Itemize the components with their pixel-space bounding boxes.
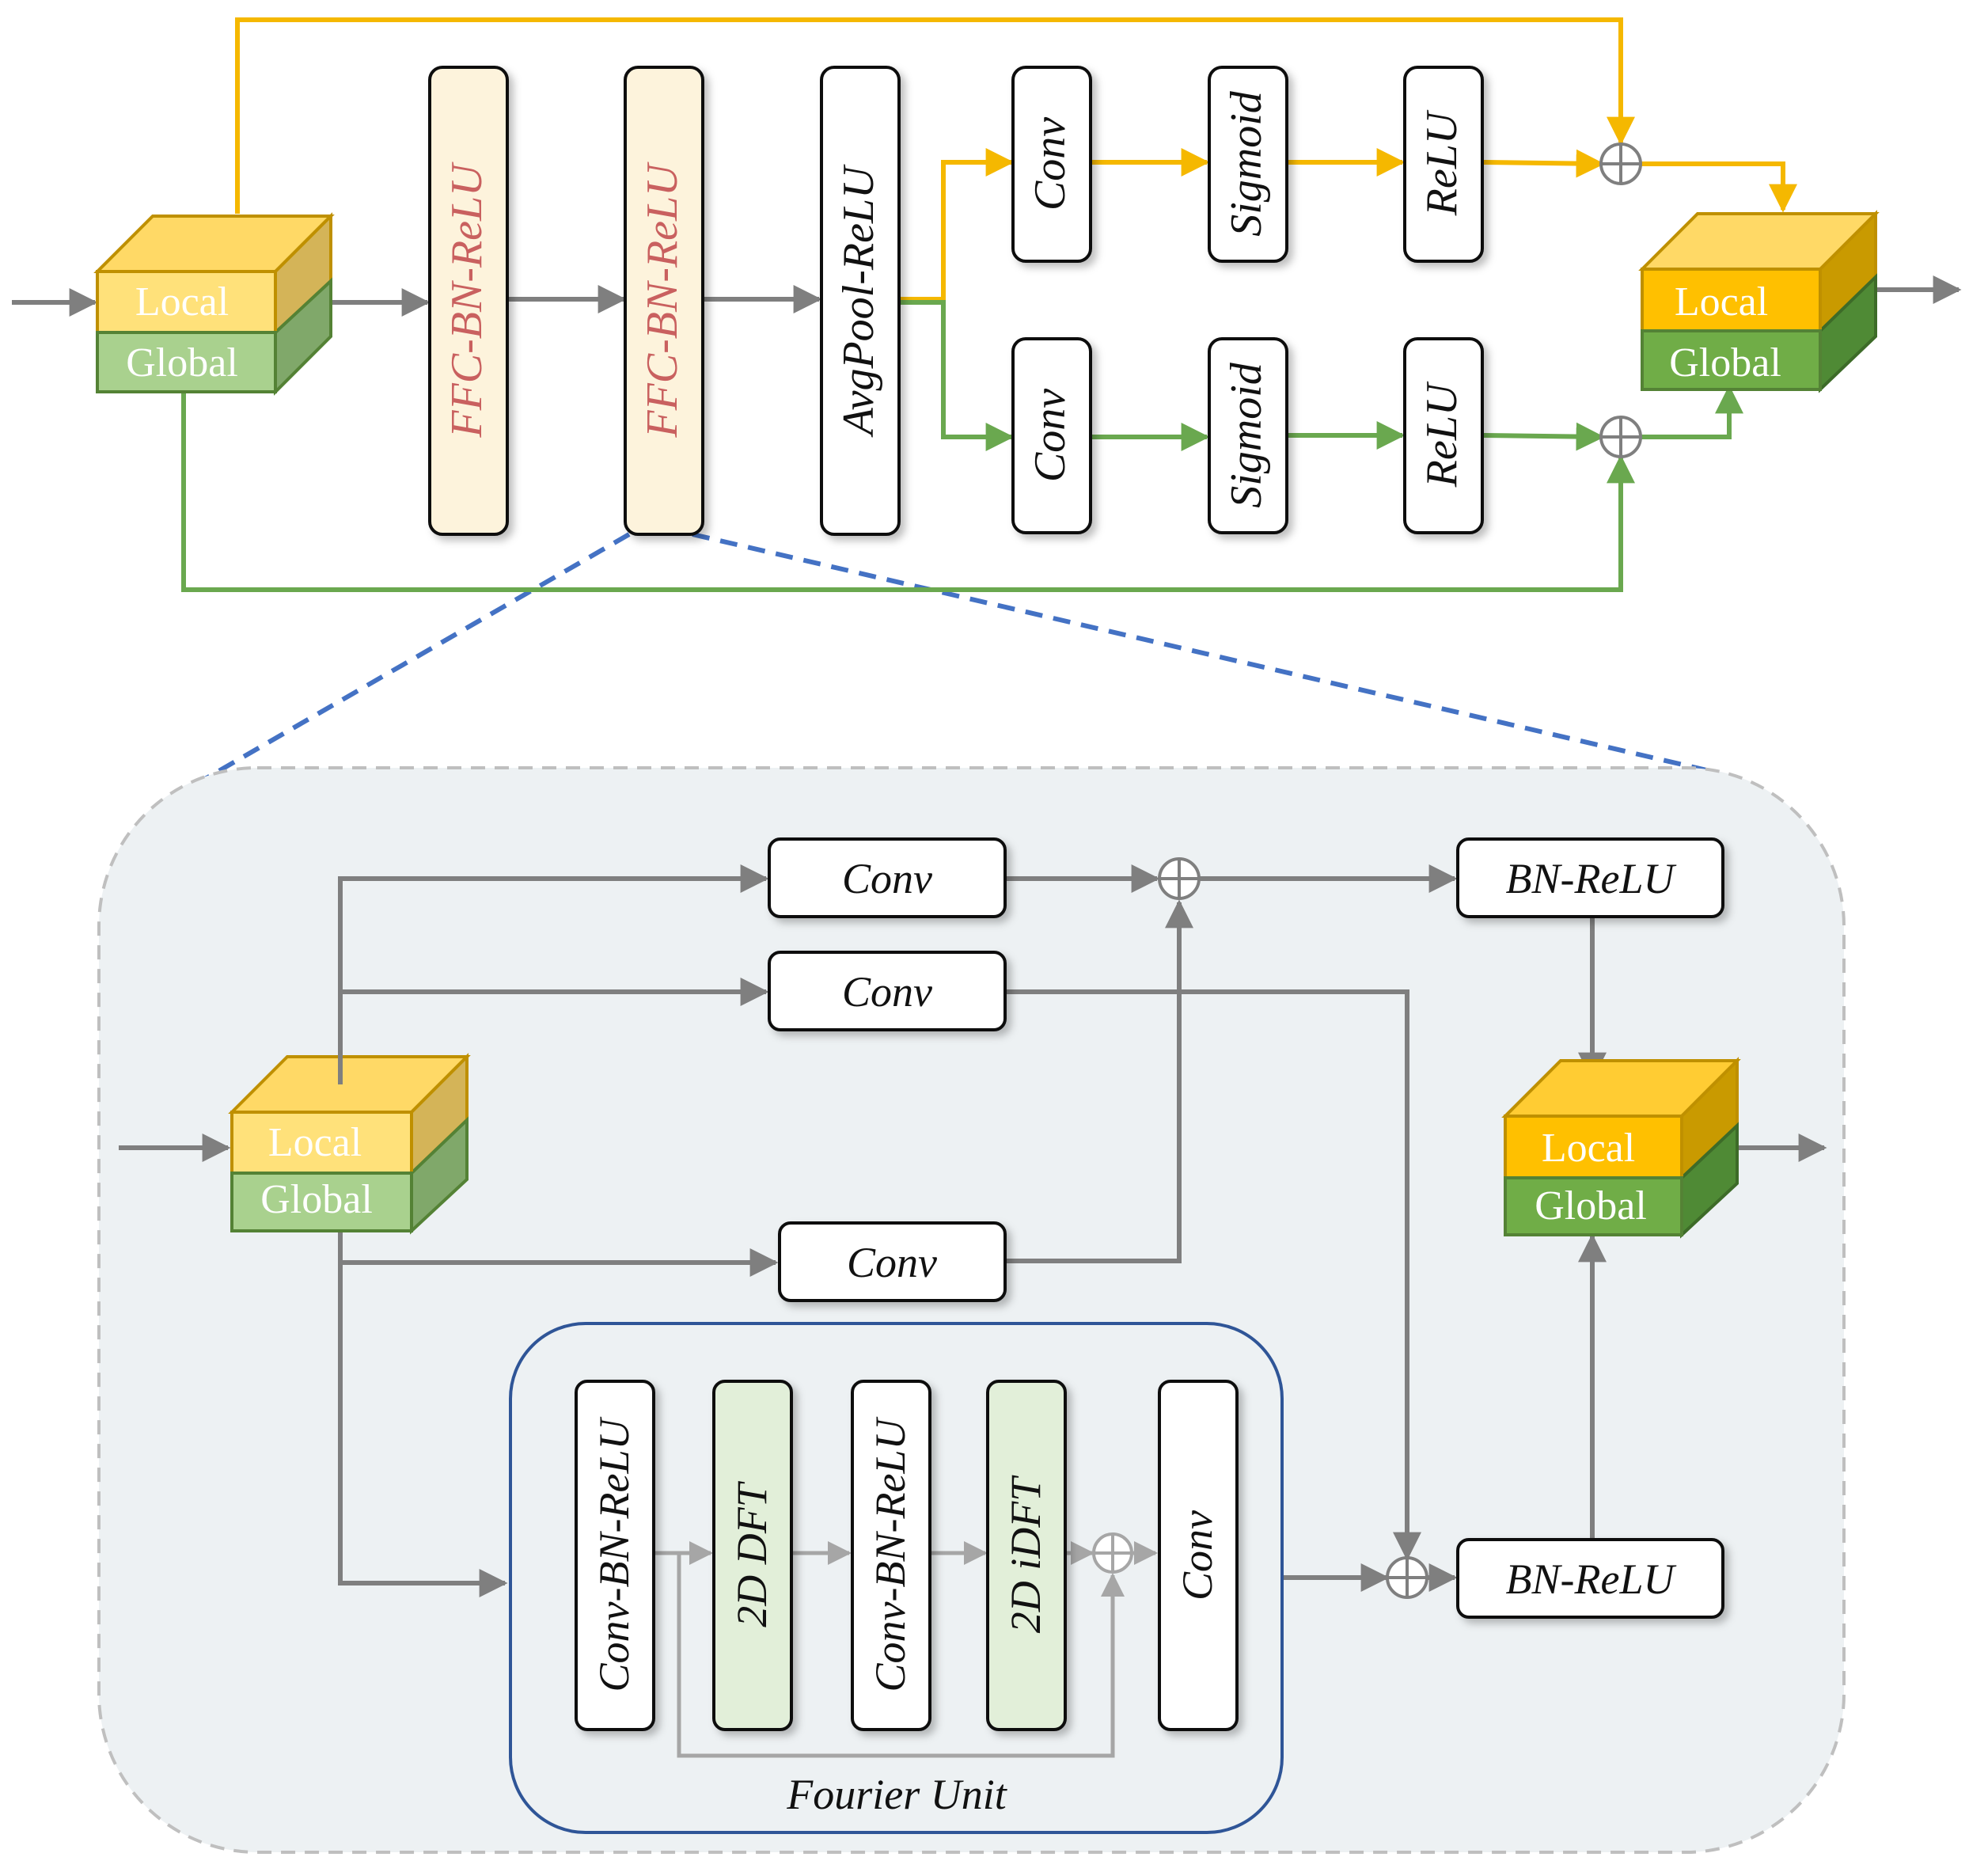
fourier-conv-bn-relu-label-1: Conv-BN-ReLU — [590, 1417, 638, 1692]
top-global-relu-block — [1403, 337, 1484, 534]
top-local-sigmoid-label: Sigmoid — [1222, 90, 1271, 237]
avgpool-relu-label: AvgPool-ReLU — [834, 164, 883, 439]
fourier-conv-bn-relu-block-2 — [851, 1380, 931, 1731]
fourier-2d-dft-block — [712, 1380, 793, 1731]
conv-local-to-local-box — [768, 837, 1007, 918]
detail-output-global-label: Global — [1535, 1183, 1647, 1229]
top-local-conv-label: Conv — [1026, 117, 1075, 211]
ffc-bn-relu-block-1 — [428, 66, 509, 536]
detail-local-sum-icon — [1158, 857, 1201, 900]
conv-global-to-local-label: Conv — [847, 1239, 937, 1286]
top-global-conv-block — [1011, 337, 1092, 534]
fourier-2d-dft-label: 2D DFT — [728, 1480, 776, 1627]
top-global-sigmoid-label: Sigmoid — [1222, 362, 1271, 508]
fourier-conv-bn-relu-block-1 — [575, 1380, 655, 1731]
top-global-relu-label: ReLU — [1417, 381, 1466, 488]
fourier-sum-icon — [1092, 1532, 1133, 1574]
bn-relu-bottom-box — [1456, 1538, 1724, 1619]
fourier-conv-block — [1158, 1380, 1239, 1731]
detail-input-local-label: Local — [268, 1120, 362, 1165]
conv-local-to-global-box — [768, 951, 1007, 1031]
top-local-sum-icon — [1599, 142, 1642, 185]
zoom-indicator — [188, 532, 1714, 790]
avgpool-relu-block — [820, 66, 901, 536]
top-input-cube: Local Global — [93, 212, 335, 396]
detail-output-local-label: Local — [1542, 1126, 1635, 1171]
detail-input-cube: Local Global — [228, 1053, 471, 1235]
top-output-cube: Local Global — [1638, 210, 1880, 393]
ffc-bn-relu-label-2: FFC-BN-ReLU — [638, 161, 687, 439]
ffc-bn-relu-block-2 — [624, 66, 704, 536]
bn-relu-top-label: BN-ReLU — [1506, 855, 1677, 902]
top-global-sum-icon — [1599, 416, 1642, 458]
top-local-conv-block — [1011, 66, 1092, 263]
conv-local-to-local-label: Conv — [842, 855, 932, 902]
top-output-local-label: Local — [1675, 279, 1768, 325]
top-global-sigmoid-block — [1208, 337, 1288, 534]
conv-local-to-global-label: Conv — [842, 968, 932, 1016]
top-input-local-label: Local — [135, 279, 229, 325]
fourier-unit-title: Fourier Unit — [786, 1771, 1007, 1818]
fourier-2d-idft-label: 2D iDFT — [1002, 1475, 1049, 1633]
ffc-bn-relu-label-1: FFC-BN-ReLU — [442, 161, 491, 439]
fourier-conv-label: Conv — [1174, 1510, 1221, 1601]
top-input-global-label: Global — [126, 340, 238, 385]
top-connections — [12, 17, 1962, 592]
fourier-connections — [654, 1541, 1158, 1758]
fourier-2d-idft-block — [986, 1380, 1067, 1731]
bn-relu-top-box — [1456, 837, 1724, 918]
top-local-relu-block — [1403, 66, 1484, 263]
conv-global-to-local-box — [778, 1221, 1007, 1302]
top-local-relu-label: ReLU — [1417, 109, 1466, 216]
detail-global-sum-icon — [1386, 1556, 1428, 1599]
fourier-conv-bn-relu-label-2: Conv-BN-ReLU — [867, 1417, 914, 1692]
top-global-conv-label: Conv — [1026, 389, 1075, 482]
top-output-global-label: Global — [1669, 340, 1781, 385]
top-local-sigmoid-block — [1208, 66, 1288, 263]
bn-relu-bottom-label: BN-ReLU — [1506, 1555, 1677, 1603]
detail-input-global-label: Global — [260, 1177, 373, 1222]
detail-output-cube: Local Global — [1501, 1057, 1741, 1239]
